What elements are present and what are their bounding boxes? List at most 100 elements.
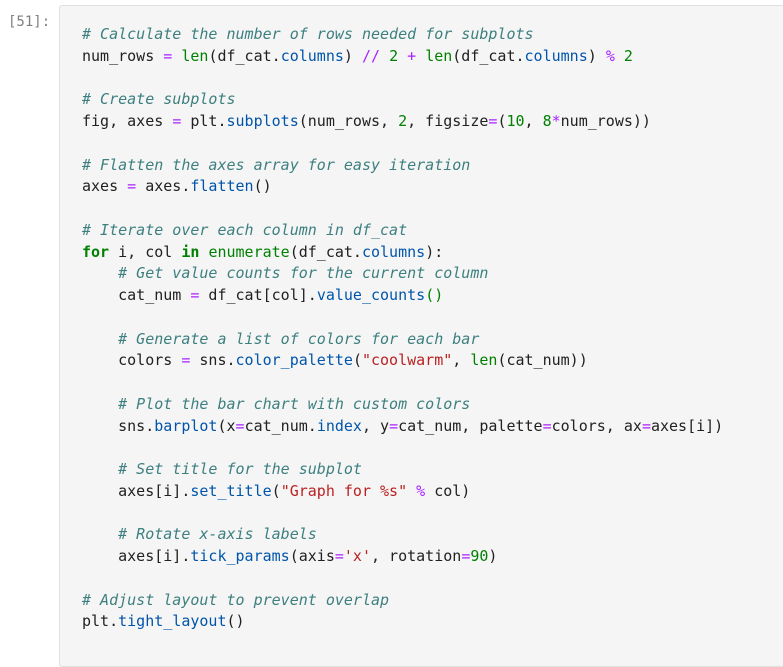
attribute-token: flatten	[190, 177, 254, 196]
attribute-token: columns	[524, 46, 588, 65]
operator-token: %	[416, 481, 426, 500]
attribute-token: subplots	[226, 112, 299, 130]
code-text-token: ()	[253, 177, 272, 196]
comment-token: # Plot the bar chart with custom colors	[118, 394, 471, 413]
code-text-token: )	[343, 46, 362, 65]
number-token: ()	[425, 286, 444, 304]
keyword-token: in	[181, 242, 200, 261]
number-token: 2	[623, 46, 633, 65]
attribute-token: columns	[280, 46, 344, 65]
code-cell[interactable]: # Calculate the number of rows needed fo…	[59, 5, 783, 667]
operator-token: =	[542, 416, 552, 435]
operator-token: =	[190, 286, 200, 304]
code-text-token	[82, 395, 118, 413]
code-line: for i, col in enumerate(df_cat.columns):	[82, 242, 723, 264]
operator-token: //	[361, 46, 381, 65]
builtin-token: len	[425, 46, 453, 65]
code-line: fig, axes = plt.subplots(num_rows, 2, fi…	[82, 111, 723, 133]
code-editor[interactable]: # Calculate the number of rows needed fo…	[82, 24, 723, 633]
code-line: # Generate a list of colors for each bar	[82, 329, 723, 351]
operator-token: =	[172, 112, 182, 130]
code-text-token: )	[587, 46, 606, 65]
code-text-token: i, col	[109, 242, 182, 261]
code-line: # Calculate the number of rows needed fo…	[82, 24, 723, 46]
code-text-token: (df_cat.	[208, 46, 281, 65]
code-text-token	[398, 47, 407, 65]
code-text-token	[172, 47, 181, 65]
code-text-token: axes[i].	[82, 547, 191, 565]
code-text-token	[380, 47, 389, 65]
code-text-token: axes.	[136, 177, 191, 196]
code-text-token: ,	[524, 112, 543, 130]
code-line: # Create subplots	[82, 89, 723, 111]
code-line: # Set title for the subplot	[82, 459, 723, 481]
code-line	[82, 198, 723, 220]
code-text-token: ,	[452, 351, 471, 370]
code-line: cat_num = df_cat[col].value_counts()	[82, 285, 723, 307]
comment-token: # Generate a list of colors for each bar	[118, 329, 480, 348]
operator-token: =	[127, 177, 137, 196]
code-line	[82, 372, 723, 394]
code-text-token: axes[i])	[650, 416, 724, 435]
code-text-token: , y	[361, 416, 390, 435]
code-line: sns.barplot(x=cat_num.index, y=cat_num, …	[82, 416, 723, 438]
code-line	[82, 68, 723, 90]
code-line: axes[i].set_title("Graph for %s" % col)	[82, 481, 723, 503]
operator-token: =	[461, 547, 471, 565]
code-text-token: cat_num, palette	[398, 416, 543, 435]
code-line: # Iterate over each column in df_cat	[82, 220, 723, 242]
code-text-token: col)	[425, 481, 471, 500]
comment-token: # Create subplots	[82, 90, 236, 109]
code-line: plt.tight_layout()	[82, 611, 723, 633]
builtin-token: len	[470, 351, 498, 370]
code-text-token: )	[488, 547, 498, 565]
code-line: # Get value counts for the current colum…	[82, 263, 723, 285]
code-text-token: (df_cat.	[289, 242, 362, 261]
code-line: # Flatten the axes array for easy iterat…	[82, 155, 723, 177]
code-text-token	[82, 330, 118, 348]
code-text-token: colors	[82, 351, 182, 370]
code-text-token: (num_rows,	[298, 112, 399, 130]
code-line: colors = sns.color_palette("coolwarm", l…	[82, 350, 723, 372]
operator-token: =	[181, 351, 191, 370]
operator-token: %	[605, 46, 615, 65]
comment-token: # Rotate x-axis labels	[118, 525, 317, 544]
code-text-token: (	[352, 351, 362, 370]
number-token: 90	[470, 547, 489, 565]
attribute-token: tick_params	[190, 547, 290, 565]
string-token: 'x'	[343, 547, 371, 565]
code-line: num_rows = len(df_cat.columns) // 2 + le…	[82, 46, 723, 68]
code-text-token: axes	[82, 177, 128, 196]
code-line: axes = axes.flatten()	[82, 176, 723, 198]
number-token: 2	[398, 112, 408, 130]
code-text-token: axes[i].	[82, 481, 191, 500]
code-line: axes[i].tick_params(axis='x', rotation=9…	[82, 546, 723, 568]
code-text-token: cat_num.	[244, 416, 317, 435]
code-text-token	[416, 47, 425, 65]
code-text-token: (	[271, 481, 281, 500]
code-line	[82, 307, 723, 329]
number-token: 8	[542, 112, 552, 130]
code-text-token	[615, 47, 624, 65]
code-text-token	[82, 460, 118, 478]
code-text-token: (df_cat.	[452, 46, 525, 65]
code-text-token: , rotation	[371, 547, 462, 565]
code-text-token: (cat_num))	[497, 351, 588, 370]
code-line: # Rotate x-axis labels	[82, 524, 723, 546]
code-text-token: cat_num	[82, 286, 191, 304]
string-token: "coolwarm"	[361, 351, 453, 370]
code-text-token	[82, 525, 118, 543]
attribute-token: value_counts	[316, 286, 426, 304]
code-text-token: plt.	[181, 112, 227, 130]
code-text-token: (	[497, 112, 507, 130]
attribute-token: columns	[361, 242, 426, 261]
operator-token: *	[551, 112, 561, 130]
number-token: 10	[506, 112, 525, 130]
operator-token: =	[488, 112, 498, 130]
code-line	[82, 503, 723, 525]
attribute-token: tight_layout	[118, 612, 227, 631]
code-text-token: num_rows	[82, 46, 164, 65]
code-text-token: colors, ax	[551, 416, 642, 435]
comment-token: # Flatten the axes array for easy iterat…	[82, 155, 471, 174]
operator-token: =	[334, 547, 344, 565]
